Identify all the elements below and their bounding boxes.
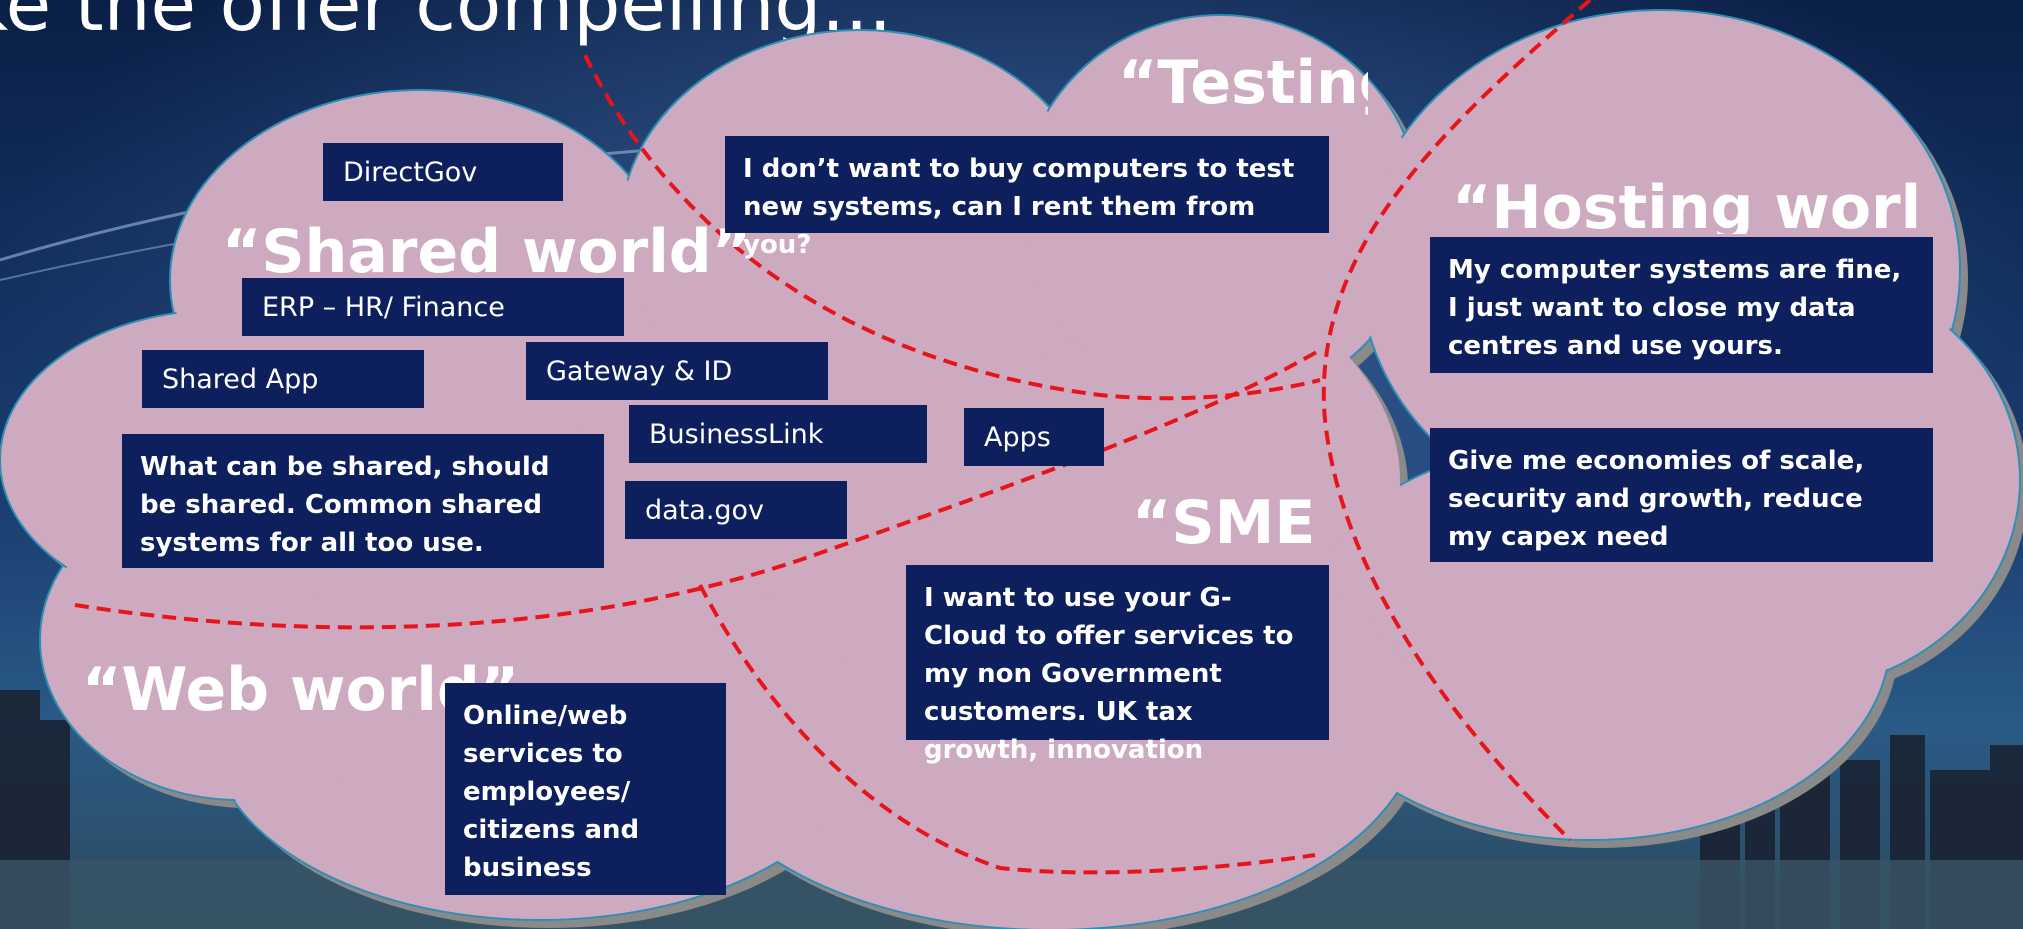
tag-apps: Apps: [964, 408, 1104, 466]
heading-sme-world: “SME world”: [1132, 488, 1316, 558]
slide-title-fragment: ake the offer compelling...: [0, 0, 892, 48]
tag-erp: ERP – HR/ Finance: [242, 278, 624, 336]
heading-sme-world-clip: “SME world”: [1132, 470, 1372, 564]
tag-businesslink: BusinessLink: [629, 405, 927, 463]
desc-web-world: Online/web services to employees/ citize…: [445, 683, 726, 895]
divider-shared-web: [74, 348, 1322, 630]
divider-shared-testing: [583, 54, 1321, 401]
heading-testing-world-clip: “Testing world”: [1118, 30, 1368, 124]
world-dividers: [74, 0, 1592, 875]
heading-testing-world: “Testing world”: [1118, 48, 1368, 118]
desc-testing-world: I don’t want to buy computers to test ne…: [725, 136, 1329, 260]
heading-hosting-world-clip: “Hosting world”: [1452, 178, 1922, 234]
divider-web-sme: [698, 584, 1316, 875]
desc-sme-world: I want to use your G-Cloud to offer serv…: [906, 565, 1329, 765]
tag-gateway-id: Gateway & ID: [526, 342, 828, 400]
tag-shared-app: Shared App: [142, 350, 424, 408]
tag-data-gov: data.gov: [625, 481, 847, 539]
divider-hosting: [1321, 0, 1592, 842]
desc-shared-world: What can be shared, should be shared. Co…: [122, 434, 604, 568]
tag-directgov: DirectGov: [323, 143, 563, 201]
desc-hosting-world-1: My computer systems are fine, I just wan…: [1430, 237, 1933, 373]
heading-hosting-world: “Hosting world”: [1452, 178, 1922, 234]
desc-hosting-world-2: Give me economies of scale, security and…: [1430, 428, 1933, 562]
heading-shared-world: “Shared world”: [222, 217, 752, 287]
